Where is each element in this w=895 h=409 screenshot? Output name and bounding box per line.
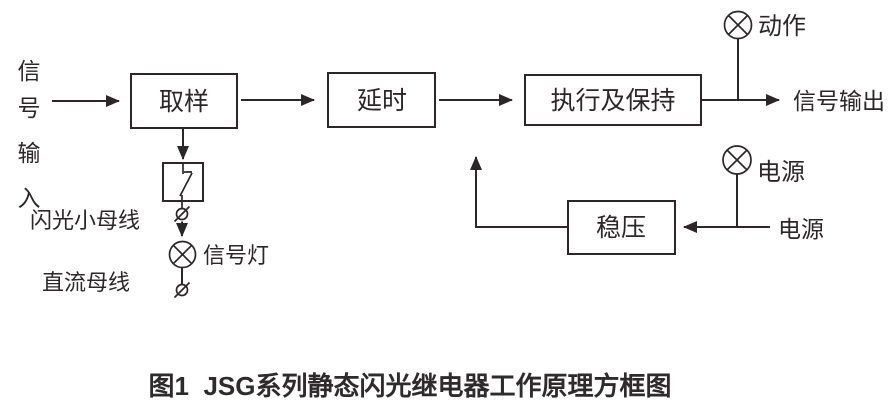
lamp-icon-action xyxy=(723,10,753,40)
block-delay: 延时 xyxy=(327,72,436,128)
block-voltage-regulator: 稳压 xyxy=(567,200,676,255)
signal-lamp-label: 信号灯 xyxy=(203,243,269,268)
block-delay-label: 延时 xyxy=(357,87,407,115)
switch-contact-icon xyxy=(162,162,204,208)
signal-input-label: 信 号 输 入 xyxy=(18,58,41,211)
input-char-2: 号 xyxy=(18,95,41,121)
input-char-4: 入 xyxy=(18,185,41,211)
input-char-3: 输 xyxy=(18,140,41,166)
block-execute-hold-label: 执行及保持 xyxy=(550,87,675,115)
lamp-icon-signal xyxy=(168,240,197,269)
input-char-1: 信 xyxy=(18,58,41,84)
signal-output-label: 信号输出 xyxy=(793,88,885,114)
figure-caption: 图1 JSG系列静态闪光继电器工作原理方框图 xyxy=(149,371,672,401)
flash-bus-label: 闪光小母线 xyxy=(30,208,140,233)
dc-bus-label: 直流母线 xyxy=(42,270,130,295)
block-execute-hold: 执行及保持 xyxy=(524,74,702,126)
terminal-icon-flash-bus xyxy=(173,205,191,223)
block-voltage-regulator-label: 稳压 xyxy=(596,214,646,242)
power-source-label: 电源 xyxy=(778,216,824,242)
block-sampling: 取样 xyxy=(130,73,238,129)
block-sampling-label: 取样 xyxy=(159,88,209,116)
terminal-icon-dc-bus xyxy=(173,281,191,299)
arrow-regulator-feedback xyxy=(470,156,568,228)
power-lamp-label: 电源 xyxy=(757,159,805,186)
action-lamp-label: 动作 xyxy=(758,13,806,40)
lamp-icon-power xyxy=(722,145,752,175)
